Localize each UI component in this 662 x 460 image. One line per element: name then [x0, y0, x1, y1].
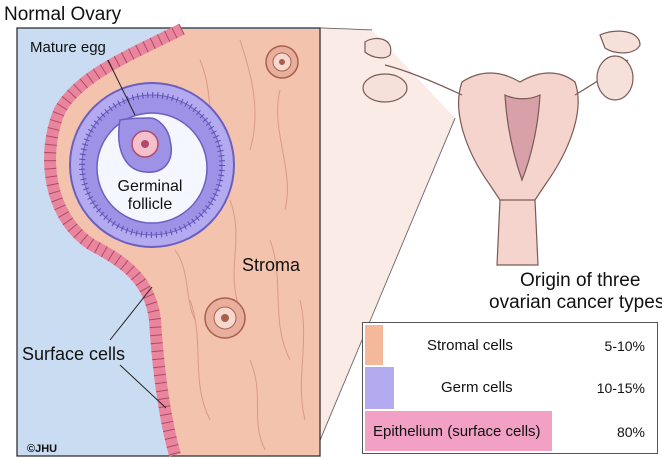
right-ovary	[597, 56, 633, 100]
cancer-type-percent: 10-15%	[597, 380, 645, 396]
cancer-type-percent: 80%	[617, 424, 645, 440]
cancer-type-percent: 5-10%	[605, 338, 645, 354]
egg-nucleus	[141, 140, 149, 148]
cervix	[497, 200, 538, 265]
mature-egg-label: Mature egg	[30, 39, 106, 56]
left-fimbriae	[365, 38, 391, 57]
diagram-title: Normal Ovary	[4, 4, 121, 26]
origin-title-line1: Origin of three	[520, 270, 640, 292]
small-follicle-2	[205, 298, 245, 338]
cancer-type-name: Stromal cells	[427, 337, 513, 354]
surface-cells-label: Surface cells	[22, 344, 125, 365]
cancer-share-bar-2	[365, 367, 394, 409]
cancer-type-name: Germ cells	[441, 379, 513, 396]
right-fimbriae	[600, 31, 640, 53]
left-ovary	[363, 74, 407, 102]
cancer-types-legend: Stromal cells 5-10% Germ cells 10-15% Epithe…	[362, 322, 658, 454]
cancer-type-name: Epithelium (surface cells)	[373, 423, 541, 440]
germinal-follicle-label-line2: follicle	[115, 196, 185, 214]
copyright-label: ©JHU	[27, 443, 57, 455]
small-follicle-1	[266, 46, 298, 78]
germinal-follicle-label-line1: Germinal	[115, 178, 185, 196]
origin-title-line2: ovarian cancer types	[489, 292, 662, 314]
cancer-share-bar-1	[365, 325, 383, 365]
stroma-label: Stroma	[242, 255, 300, 276]
